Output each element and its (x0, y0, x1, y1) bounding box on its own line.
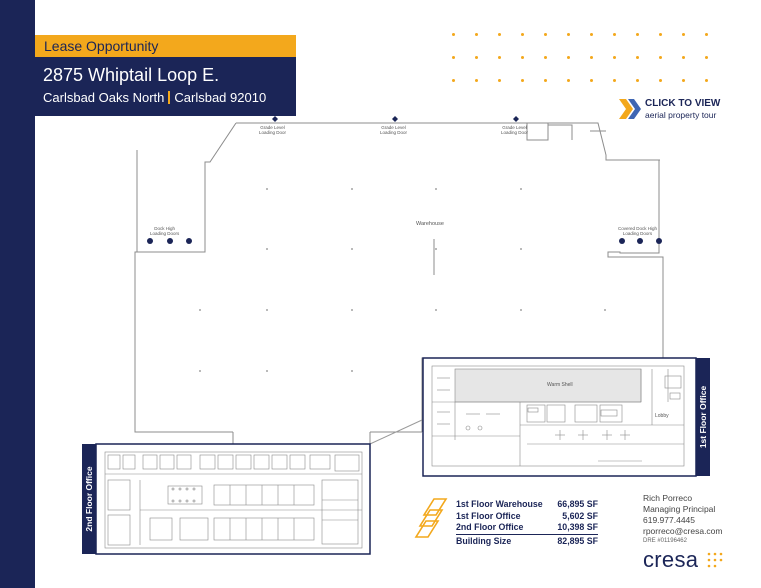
lease-banner-label: Lease Opportunity (44, 38, 159, 54)
decorative-dot (613, 33, 616, 36)
decorative-dot (498, 79, 501, 82)
warehouse-label: Warehouse (416, 221, 444, 227)
lease-banner: Lease Opportunity (35, 35, 296, 57)
decorative-dot (682, 56, 685, 59)
warehouse-outline (236, 122, 664, 358)
property-address: 2875 Whiptail Loop E. (43, 65, 220, 85)
contact-block: Rich Porreco Managing Principal 619.977.… (643, 493, 722, 545)
separator-bar (168, 91, 171, 104)
decorative-dot (475, 79, 478, 82)
decorative-dot (613, 56, 616, 59)
decorative-dot (544, 56, 547, 59)
left-accent-bar (0, 0, 35, 588)
decorative-dot (544, 79, 547, 82)
decorative-dot (705, 79, 708, 82)
contact-email[interactable]: rporreco@cresa.com (643, 526, 723, 536)
decorative-dot (521, 33, 524, 36)
chevron-right-icon (619, 99, 641, 119)
decorative-dot (475, 33, 478, 36)
decorative-dot (659, 56, 662, 59)
contact-dre: DRE #01196462 (643, 538, 687, 544)
lobby-label: Lobby (655, 413, 669, 419)
decorative-dot (659, 33, 662, 36)
contact-title: Managing Principal (643, 504, 716, 514)
decorative-dot (682, 33, 685, 36)
decorative-dot-grid (452, 33, 722, 85)
decorative-dot (544, 33, 547, 36)
decorative-dot (590, 33, 593, 36)
decorative-dot (452, 33, 455, 36)
decorative-dot (705, 56, 708, 59)
city-zip: Carlsbad 92010 (174, 90, 267, 105)
contact-name: Rich Porreco (643, 493, 693, 503)
decorative-dot (567, 79, 570, 82)
decorative-dot (659, 79, 662, 82)
logo-dots-icon (707, 552, 723, 568)
decorative-dot (452, 79, 455, 82)
decorative-dot (475, 56, 478, 59)
second-floor-inset (95, 443, 371, 555)
tab-first-floor-office: 1st Floor Office (696, 358, 710, 476)
decorative-dot (452, 56, 455, 59)
decorative-dot (613, 79, 616, 82)
decorative-dot (567, 33, 570, 36)
decorative-dot (567, 56, 570, 59)
area-stack-icon (414, 498, 448, 538)
warm-shell-label: Warm Shell (547, 382, 573, 388)
decorative-dot (636, 56, 639, 59)
cresa-logo: cresa (643, 547, 699, 572)
first-floor-inset (422, 357, 697, 477)
decorative-dot (498, 56, 501, 59)
tour-subtitle: aerial property tour (645, 110, 717, 120)
park-name: Carlsbad Oaks North (43, 90, 165, 105)
decorative-dot (521, 56, 524, 59)
decorative-dot (705, 33, 708, 36)
decorative-dot (590, 56, 593, 59)
tab-second-floor-office: 2nd Floor Office (82, 444, 96, 554)
aerial-tour-link[interactable]: CLICK TO VIEW aerial property tour (619, 97, 749, 123)
title-box: 2875 Whiptail Loop E. Carlsbad Oaks Nort… (35, 57, 296, 116)
decorative-dot (590, 79, 593, 82)
tour-title: CLICK TO VIEW (645, 98, 721, 109)
decorative-dot (636, 79, 639, 82)
decorative-dot (521, 79, 524, 82)
property-location: Carlsbad Oaks North Carlsbad 92010 (43, 90, 266, 105)
contact-phone[interactable]: 619.977.4445 (643, 515, 695, 525)
decorative-dot (498, 33, 501, 36)
decorative-dot (636, 33, 639, 36)
decorative-dot (682, 79, 685, 82)
